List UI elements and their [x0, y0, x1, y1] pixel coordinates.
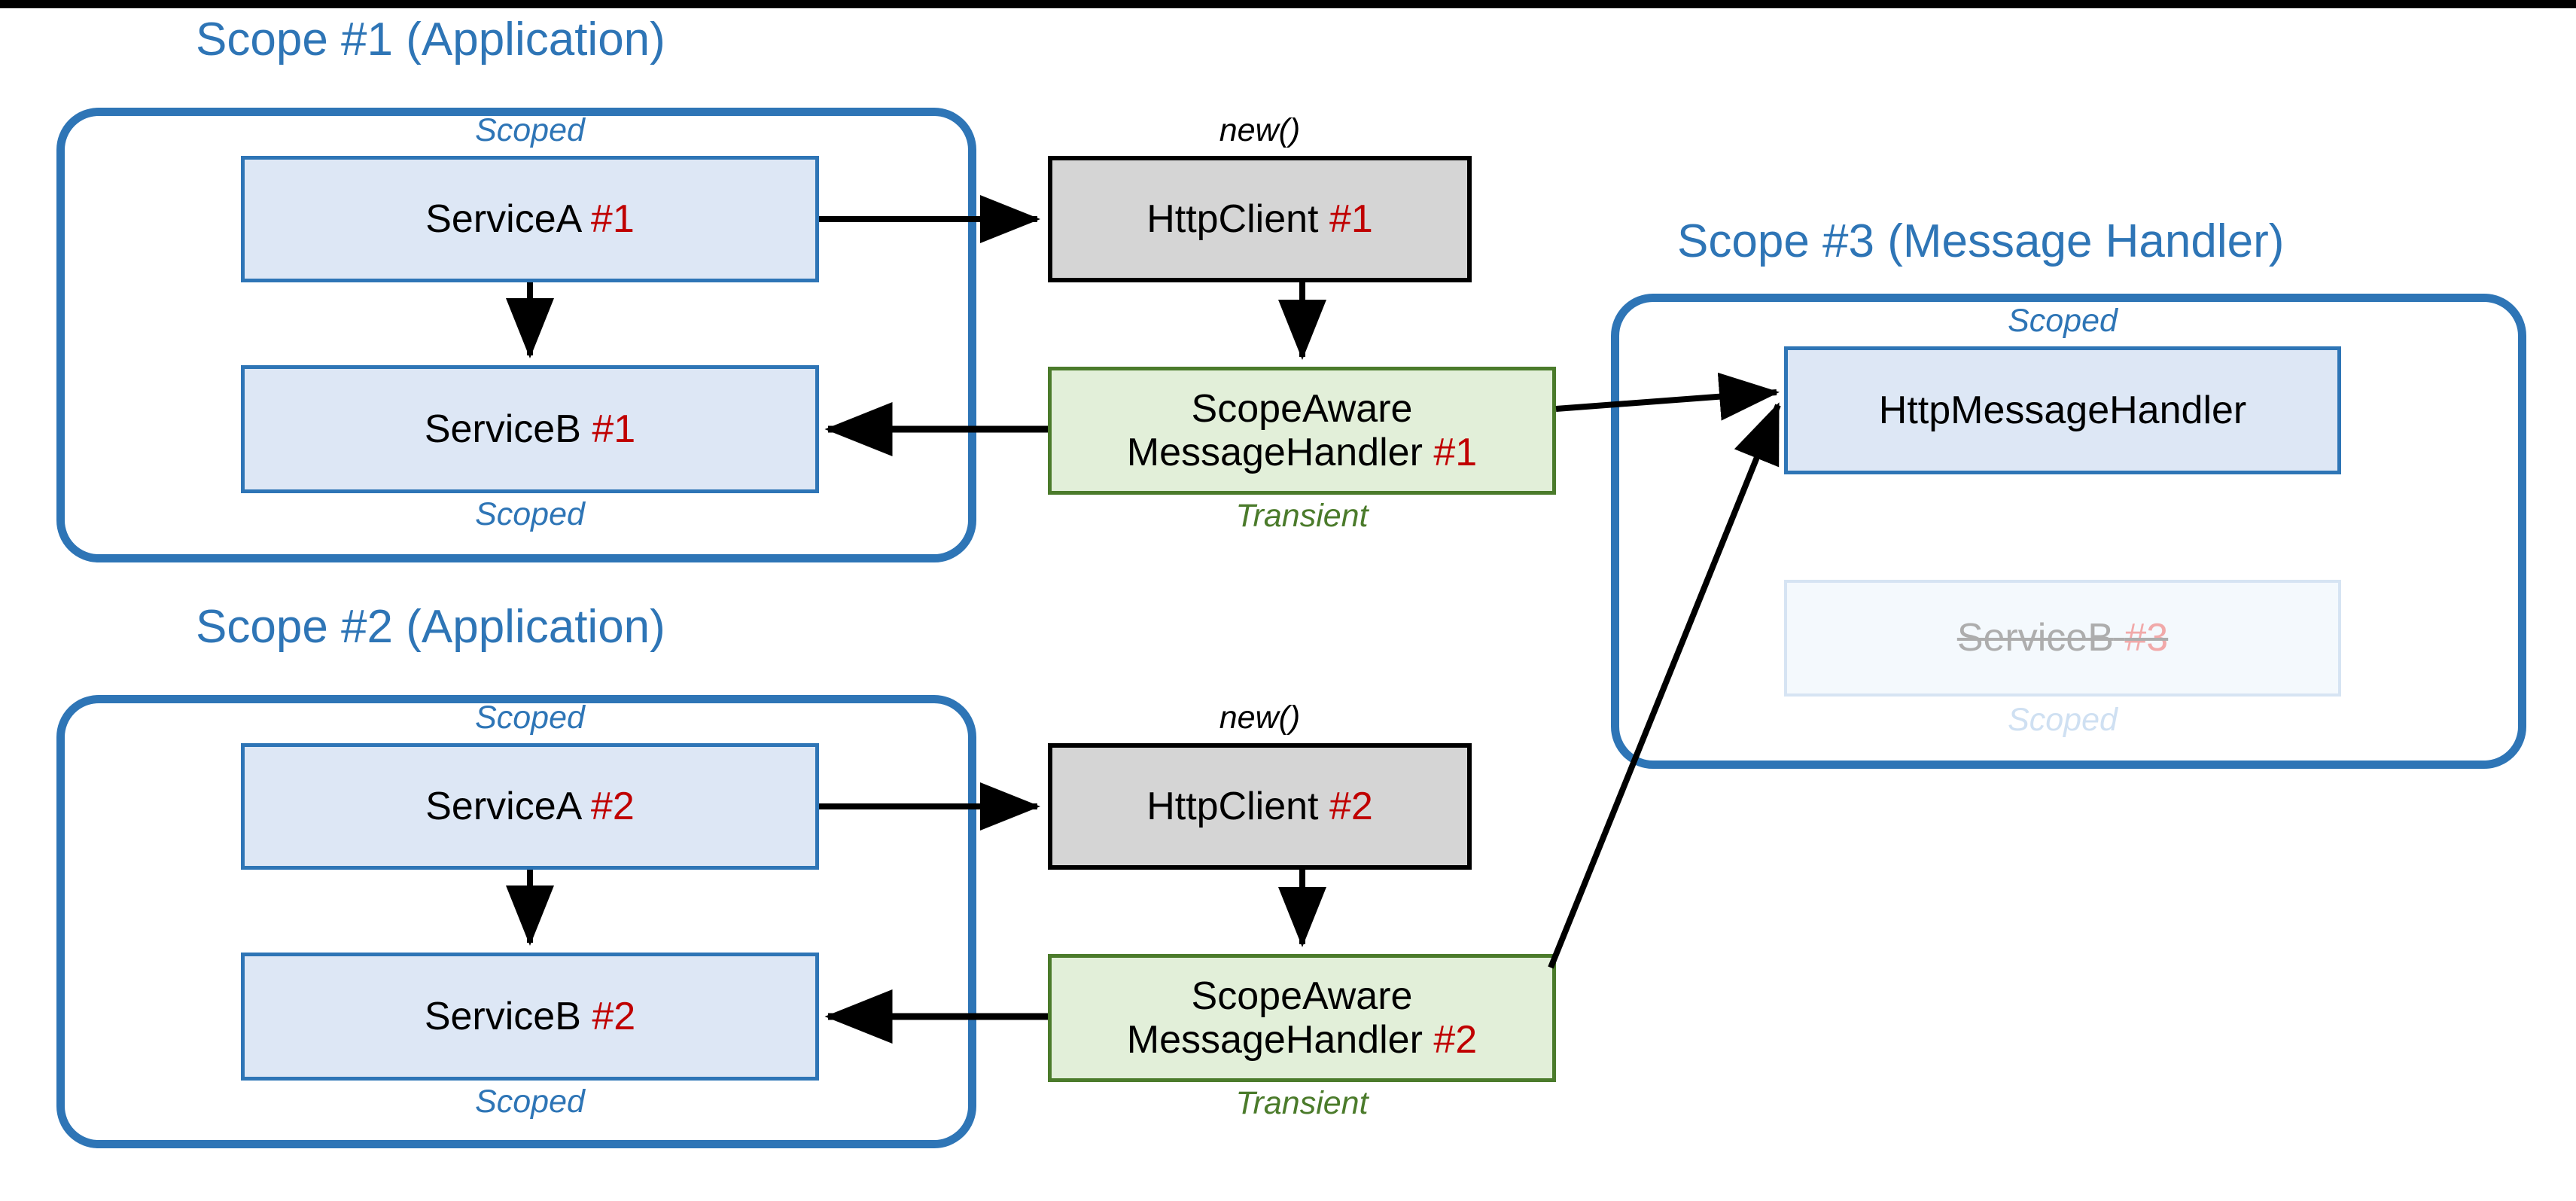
scope-1-container: [56, 108, 976, 562]
node-http-client-2[interactable]: HttpClient #2: [1048, 743, 1472, 870]
node-scope-aware-message-handler-2[interactable]: ScopeAware MessageHandler #2: [1048, 954, 1556, 1082]
service-b-3-instance-number: #3: [2124, 616, 2169, 660]
http-client-1-instance-number: #1: [1329, 197, 1373, 241]
node-http-client-1[interactable]: HttpClient #1: [1048, 156, 1472, 282]
handler-1-lifetime-label: Transient: [1235, 498, 1369, 534]
http-client-2-label: HttpClient: [1146, 784, 1319, 828]
top-black-bar: [0, 0, 2576, 8]
http-message-handler-label: HttpMessageHandler: [1878, 388, 2247, 432]
handler-2-label-line1: ScopeAware: [1191, 974, 1413, 1018]
handler-1-instance-number: #1: [1433, 431, 1478, 474]
service-a-2-lifetime-label: Scoped: [475, 700, 585, 736]
service-b-2-instance-number: #2: [592, 994, 636, 1038]
handler-2-label-line2: MessageHandler: [1126, 1018, 1423, 1062]
node-service-b-1[interactable]: ServiceB #1: [241, 365, 819, 493]
http-client-2-instance-number: #2: [1329, 784, 1373, 828]
handler-1-label-line1: ScopeAware: [1191, 386, 1413, 431]
scope-2-title: Scope #2 (Application): [196, 601, 665, 653]
node-service-a-2[interactable]: ServiceA #2: [241, 743, 819, 870]
scope-2-container: [56, 695, 976, 1148]
service-b-2-label: ServiceB: [424, 994, 581, 1038]
service-b-3-lifetime-label: Scoped: [2008, 702, 2118, 738]
service-b-3-label: ServiceB: [1956, 616, 2114, 660]
handler-2-lifetime-label: Transient: [1235, 1085, 1369, 1121]
scope-3-title: Scope #3 (Message Handler): [1677, 215, 2285, 267]
service-b-1-lifetime-label: Scoped: [475, 496, 585, 532]
http-client-1-label: HttpClient: [1146, 197, 1319, 241]
node-service-a-1[interactable]: ServiceA #1: [241, 156, 819, 282]
service-a-1-lifetime-label: Scoped: [475, 112, 585, 148]
node-service-b-2[interactable]: ServiceB #2: [241, 953, 819, 1081]
service-b-1-instance-number: #1: [592, 407, 636, 451]
service-a-2-label: ServiceA: [425, 784, 580, 828]
node-scope-aware-message-handler-1[interactable]: ScopeAware MessageHandler #1: [1048, 367, 1556, 495]
service-a-2-instance-number: #2: [590, 784, 635, 828]
service-b-2-lifetime-label: Scoped: [475, 1084, 585, 1120]
node-service-b-3[interactable]: ServiceB #3: [1784, 580, 2341, 697]
http-client-1-lifetime-label: new(): [1219, 112, 1301, 148]
service-a-1-instance-number: #1: [590, 197, 635, 241]
node-http-message-handler[interactable]: HttpMessageHandler: [1784, 346, 2341, 474]
service-a-1-label: ServiceA: [425, 197, 580, 241]
http-message-handler-lifetime-label: Scoped: [2008, 303, 2118, 339]
service-b-1-label: ServiceB: [424, 407, 581, 451]
handler-1-label-line2: MessageHandler: [1126, 431, 1423, 474]
scope-1-title: Scope #1 (Application): [196, 14, 665, 66]
handler-2-instance-number: #2: [1433, 1018, 1478, 1062]
http-client-2-lifetime-label: new(): [1219, 700, 1301, 736]
